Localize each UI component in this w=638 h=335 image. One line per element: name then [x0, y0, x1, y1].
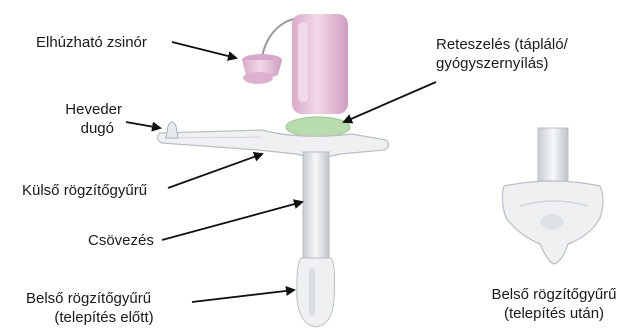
inner-bolster-installed [502, 128, 603, 264]
label-inner-before-line1: Belső rögzítőgyűrű [26, 290, 151, 308]
label-inner-after-line2: (telepítés után) [474, 305, 634, 323]
arrow-strap-plug [126, 122, 160, 128]
external-bolster [157, 130, 388, 157]
green-lock-ring [286, 117, 350, 137]
tube [297, 152, 335, 327]
strap-plug [166, 122, 178, 138]
label-strap-plug-line1: Heveder [52, 101, 122, 119]
label-inner-after-line1: Belső rögzítőgyűrű [474, 286, 634, 304]
label-strap-plug-line2: dugó [52, 120, 114, 138]
arrow-lock [344, 82, 436, 122]
arrow-pull-string [172, 42, 236, 58]
pull-string-cap [242, 54, 282, 84]
arrow-outer-ring [168, 154, 262, 188]
feeding-port-cap [292, 14, 348, 114]
label-lock-line2: gyógyszernyílás) [436, 55, 549, 73]
arrow-tubing [162, 202, 302, 240]
label-inner-before-line2: (telepítés előtt) [26, 309, 182, 327]
arrow-inner-before [192, 290, 294, 302]
label-tubing: Csövezés [88, 232, 154, 250]
label-outer-ring: Külső rögzítőgyűrű [22, 182, 147, 200]
label-pull-string: Elhúzható zsinór [36, 34, 147, 52]
label-lock-line1: Reteszelés (tápláló/ [436, 36, 568, 54]
